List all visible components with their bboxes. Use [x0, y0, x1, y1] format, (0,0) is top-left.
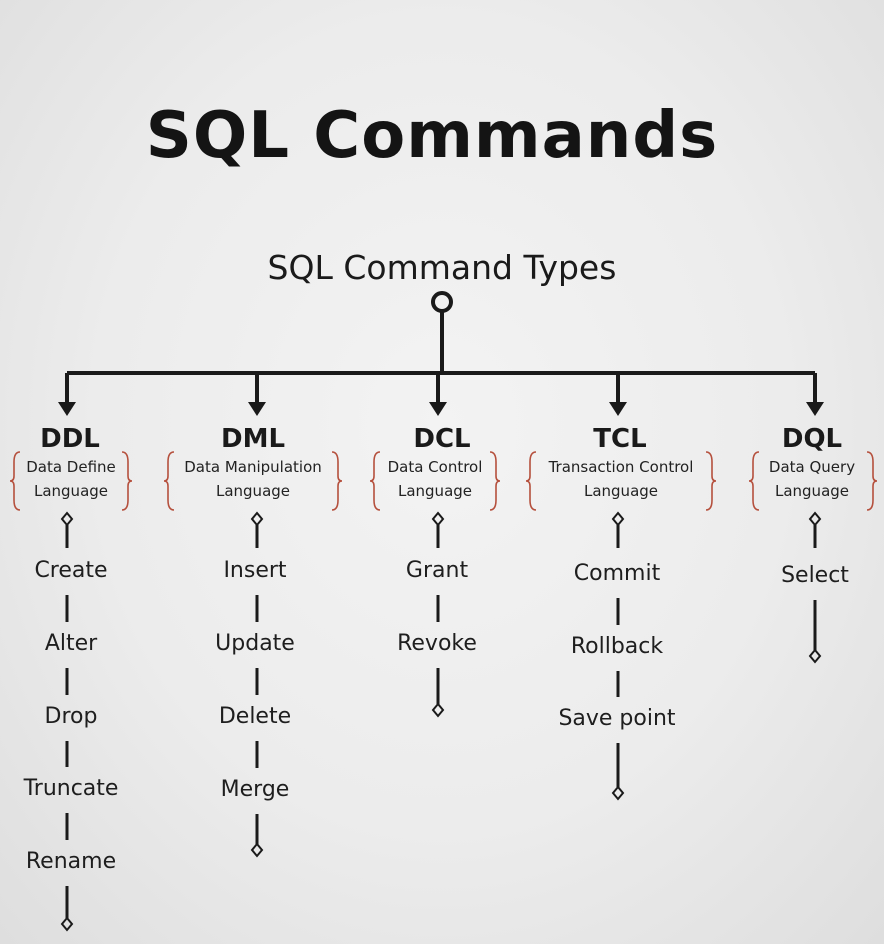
- tail-diamond: [431, 702, 445, 718]
- command-item: Insert: [223, 558, 287, 583]
- arrow-head: [429, 402, 447, 416]
- tail-diamond: [250, 842, 264, 858]
- command-item: Update: [215, 631, 295, 656]
- root-node: [431, 291, 453, 313]
- command-item: Save point: [558, 706, 676, 731]
- arrow-head: [609, 402, 627, 416]
- arrow-head: [248, 402, 266, 416]
- left-brace: [525, 451, 537, 511]
- command-item: Revoke: [397, 631, 477, 656]
- left-brace: [369, 451, 381, 511]
- right-brace: [121, 451, 133, 511]
- category-abbr: TCL: [593, 424, 647, 454]
- command-item: Merge: [220, 777, 290, 802]
- page-title: SQL Commands: [145, 99, 719, 173]
- fullname-line2: Language: [215, 482, 291, 500]
- category-fullname: Data Query Language: [756, 455, 868, 503]
- command-item: Drop: [44, 704, 98, 729]
- command-item: Alter: [44, 631, 98, 656]
- fullname-line1: Data Control: [387, 458, 483, 476]
- category-abbr: DCL: [413, 424, 471, 454]
- category-abbr: DDL: [40, 424, 100, 454]
- left-brace: [748, 451, 760, 511]
- diamond-connector: [611, 511, 625, 527]
- category-fullname: Data Control Language: [377, 455, 493, 503]
- category-fullname: Data Manipulation Language: [170, 455, 336, 503]
- fullname-line2: Language: [583, 482, 659, 500]
- right-brace: [705, 451, 717, 511]
- tail-diamond: [611, 785, 625, 801]
- left-brace: [9, 451, 21, 511]
- left-brace: [163, 451, 175, 511]
- fullname-line2: Language: [774, 482, 850, 500]
- command-item: Create: [34, 558, 108, 583]
- diamond-connector: [808, 511, 822, 527]
- arrow-head: [58, 402, 76, 416]
- command-item: Select: [781, 563, 849, 588]
- category-abbr: DML: [220, 424, 286, 454]
- command-item: Delete: [218, 704, 292, 729]
- command-item: Grant: [405, 558, 469, 583]
- command-item: Truncate: [23, 776, 119, 801]
- command-item: Commit: [573, 561, 661, 586]
- category-fullname: Transaction Control Language: [532, 455, 710, 503]
- diamond-connector: [60, 511, 74, 527]
- fullname-line1: Transaction Control: [548, 458, 694, 476]
- command-item: Rename: [25, 849, 117, 874]
- fullname-line1: Data Query: [768, 458, 856, 476]
- diamond-connector: [250, 511, 264, 527]
- tail-diamond: [808, 648, 822, 664]
- fullname-line2: Language: [33, 482, 109, 500]
- right-brace: [489, 451, 501, 511]
- fullname-line1: Data Define: [26, 458, 116, 476]
- category-fullname: Data Define Language: [16, 455, 126, 503]
- fullname-line2: Language: [397, 482, 473, 500]
- arrow-head: [806, 402, 824, 416]
- category-abbr: DQL: [781, 424, 843, 454]
- fullname-line1: Data Manipulation: [184, 458, 322, 476]
- command-item: Rollback: [570, 634, 664, 659]
- tail-diamond: [60, 916, 74, 932]
- right-brace: [866, 451, 878, 511]
- right-brace: [331, 451, 343, 511]
- diagram-subtitle: SQL Command Types: [267, 248, 617, 287]
- diamond-connector: [431, 511, 445, 527]
